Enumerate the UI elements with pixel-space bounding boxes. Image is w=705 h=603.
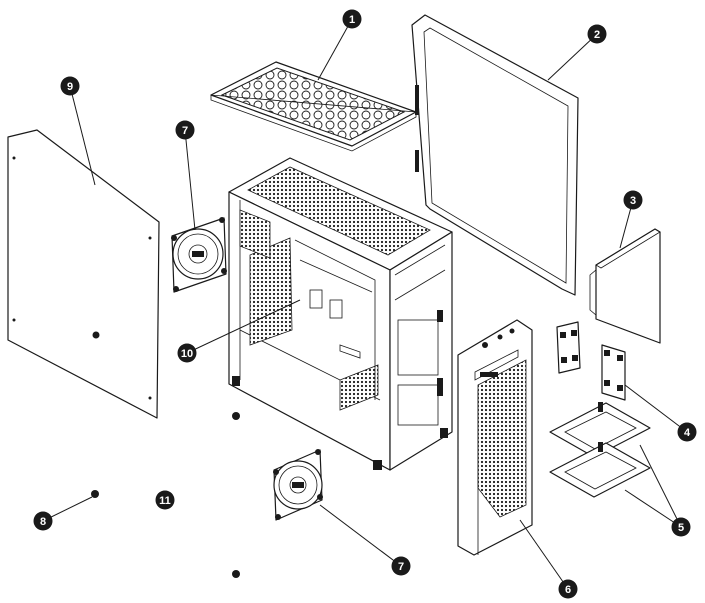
callout-6: 6: [558, 579, 578, 599]
screws: [91, 412, 240, 578]
callout-7b-label: 7: [398, 561, 404, 573]
ssd-brackets: [556, 321, 626, 401]
callout-2: 2: [587, 24, 607, 44]
callout-1-label: 1: [349, 14, 355, 26]
callout-9-label: 9: [67, 81, 73, 93]
callout-3-label: 3: [630, 195, 636, 207]
callout-1: 1: [342, 9, 362, 29]
callout-6-label: 6: [565, 584, 571, 596]
callout-7-rear-fan: 7: [175, 120, 195, 140]
solid-side-panel: [7, 129, 160, 419]
callout-4: 4: [677, 422, 697, 442]
callout-8: 8: [33, 511, 53, 531]
hdd-trays: [549, 402, 651, 498]
callout-2-label: 2: [594, 29, 600, 41]
chassis: [228, 157, 453, 471]
glass-side-panel: [411, 14, 579, 296]
callout-5-label: 5: [678, 522, 684, 534]
rear-fan: [171, 217, 227, 293]
callout-10: 10: [177, 343, 197, 363]
psu-shroud-cover: [589, 228, 661, 344]
bottom-fan: [273, 449, 323, 521]
top-dust-filter: [210, 61, 417, 152]
callout-11: 11: [155, 490, 175, 510]
callout-4-label: 4: [684, 427, 691, 439]
callout-11-label: 11: [159, 495, 171, 507]
leader-lines: [42, 18, 688, 590]
callout-3: 3: [623, 190, 643, 210]
callout-8-label: 8: [40, 516, 46, 528]
callout-5: 5: [671, 517, 691, 537]
callout-7-bottom-fan: 7: [391, 556, 411, 576]
callout-7a-label: 7: [182, 125, 188, 137]
callout-9: 9: [60, 76, 80, 96]
callout-10-label: 10: [181, 348, 193, 360]
front-panel: [457, 319, 533, 556]
